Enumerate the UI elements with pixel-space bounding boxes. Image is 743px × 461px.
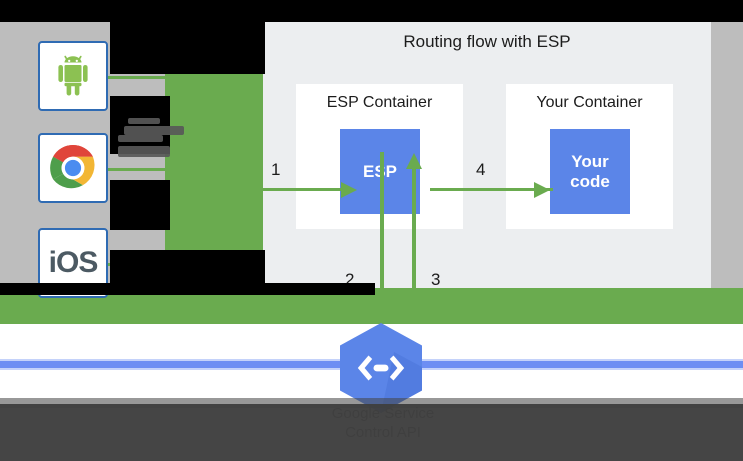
flow-step-label-2: 2 — [345, 270, 355, 289]
flow-arrow-4-line — [430, 188, 553, 191]
esp-container-title: ESP Container — [326, 94, 433, 111]
flow-step-label-4: 4 — [476, 160, 486, 179]
service-control-logo[interactable] — [338, 322, 424, 414]
flow-arrow-3-head — [406, 153, 422, 169]
routing-flow-diagram: Routing flow with ESP ESP Container ESP … — [263, 22, 711, 289]
chrome-browser-icon — [50, 145, 96, 191]
flow-step-label-1: 1 — [271, 160, 281, 179]
blurred-text-smudge — [118, 146, 170, 157]
ios-text-icon: iOS — [48, 246, 99, 279]
flow-arrow-1-head — [341, 182, 357, 198]
diagram-title: Routing flow with ESP — [403, 32, 571, 51]
occluder-top — [0, 0, 743, 22]
page-background-right-edge — [710, 22, 743, 288]
your-container-card: Your Container Your code — [506, 84, 673, 229]
flow-arrow-3-line — [412, 167, 416, 288]
connector-chrome — [108, 168, 166, 171]
your-code-line2: code — [570, 171, 610, 191]
endpoints-hexagon-icon — [340, 323, 422, 413]
blurred-text-smudge — [124, 126, 184, 135]
client-tile-android[interactable] — [38, 41, 108, 111]
flow-arrow-4-head — [534, 182, 550, 198]
occluder-left-3 — [110, 180, 170, 230]
occluder-left-2 — [110, 96, 170, 154]
your-container-title: Your Container — [536, 94, 643, 111]
blurred-text-smudge — [118, 135, 163, 142]
android-robot-icon — [58, 55, 88, 96]
esp-container-card: ESP Container ESP — [296, 84, 463, 229]
your-code-line1: Your — [571, 151, 609, 171]
occluder-footer — [0, 404, 743, 461]
flow-arrow-2-line — [380, 152, 384, 288]
flow-arrow-1-line — [263, 188, 344, 191]
blurred-text-smudge — [128, 118, 160, 124]
client-tile-chrome[interactable] — [38, 133, 108, 203]
occluder-footer-soft — [0, 398, 743, 408]
your-code-node[interactable]: Your code — [550, 129, 630, 214]
connector-android — [108, 76, 166, 79]
occluder-left-1 — [110, 22, 265, 74]
your-code-node-label: Your code — [570, 152, 610, 192]
flow-step-label-3: 3 — [431, 270, 441, 289]
occluder-mid — [0, 283, 375, 295]
